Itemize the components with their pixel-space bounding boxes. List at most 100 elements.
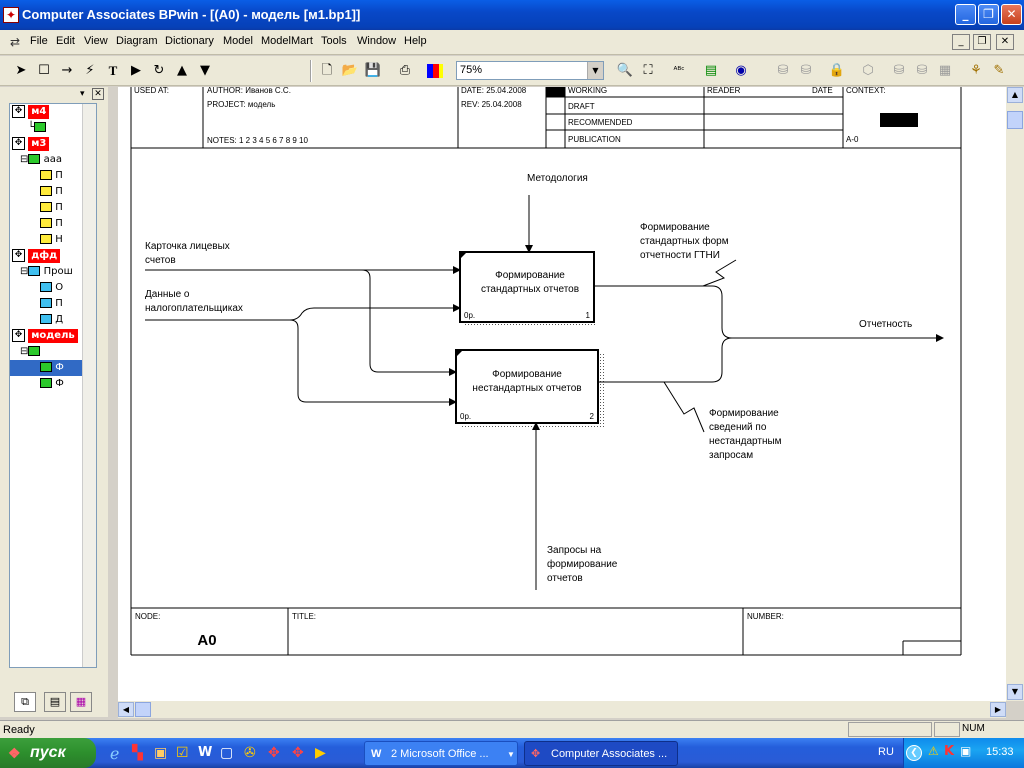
scroll-down-icon[interactable]: ▼ xyxy=(1007,684,1023,700)
tree-item[interactable]: О xyxy=(10,280,96,296)
rotate-icon[interactable]: ↻ xyxy=(153,63,165,78)
quicklaunch-media-icon[interactable]: ▶ xyxy=(315,745,326,761)
scroll-thumb-h[interactable] xyxy=(135,702,151,717)
model-explorer-icon[interactable]: ▤ xyxy=(704,63,718,78)
zoom-fit-icon[interactable]: ⛶ xyxy=(643,63,653,78)
tree-item[interactable]: Н xyxy=(10,232,96,248)
tree-item[interactable]: ✥ дфд xyxy=(10,248,96,264)
quicklaunch-ie-icon[interactable]: ℯ xyxy=(110,744,120,763)
quicklaunch-word-icon[interactable]: W xyxy=(198,745,213,760)
tree-item[interactable]: ⊟ ааа xyxy=(20,154,62,165)
tree-item[interactable]: П xyxy=(10,184,96,200)
scroll-thumb[interactable] xyxy=(1007,111,1023,129)
tree-item[interactable]: П xyxy=(10,200,96,216)
save-icon[interactable]: 💾 xyxy=(364,63,382,78)
activity-box-2[interactable]: Формирование нестандартных отчетов 0р. 2 xyxy=(455,349,604,427)
play-icon[interactable]: ▶ xyxy=(131,63,141,78)
mdi-restore-button[interactable]: ❐ xyxy=(973,34,991,50)
vertical-scrollbar[interactable]: ▲ ▼ xyxy=(1006,87,1024,701)
down-icon[interactable]: ▼ xyxy=(200,63,210,78)
doc-icon[interactable]: ⇄ xyxy=(10,35,21,49)
navigator-icon[interactable]: ◉ xyxy=(735,63,747,78)
menu-edit[interactable]: Edit xyxy=(56,35,75,47)
menu-file[interactable]: File xyxy=(30,35,48,47)
tab-objects-icon[interactable]: ▦ xyxy=(70,692,92,712)
help-icon-2[interactable]: ✎ xyxy=(993,63,1005,78)
activity-box-1[interactable]: Формирование стандартных отчетов 0р. 1 xyxy=(459,251,596,327)
spell-check-icon[interactable]: ᴬᴮᶜ xyxy=(673,66,685,76)
activity-icon xyxy=(40,170,52,180)
task-office[interactable]: W 2 Microsoft Office ... ▼ xyxy=(364,741,518,766)
menu-dictionary[interactable]: Dictionary xyxy=(165,35,214,47)
menu-tools[interactable]: Tools xyxy=(321,35,347,47)
pointer-tool-icon[interactable]: ➤ xyxy=(15,63,27,78)
quicklaunch-acrobat-icon[interactable]: ▚ xyxy=(132,745,143,761)
tree-item[interactable]: ✥ м3 xyxy=(10,136,96,152)
arrow-tool-icon[interactable]: → xyxy=(61,63,73,78)
tree-item[interactable]: П xyxy=(10,168,96,184)
quicklaunch-check-icon[interactable]: ☑ xyxy=(176,745,189,761)
mdi-minimize-button[interactable]: _ xyxy=(952,34,970,50)
close-button[interactable]: ✕ xyxy=(1001,4,1022,25)
open-icon[interactable]: 📂 xyxy=(341,63,359,78)
tree-item[interactable]: П xyxy=(10,296,96,312)
restore-button[interactable]: ❐ xyxy=(978,4,999,25)
task-bpwin[interactable]: ✥ Computer Associates ... xyxy=(524,741,678,766)
tree-item-selected[interactable]: Ф xyxy=(10,360,96,376)
mdi-close-button[interactable]: ✕ xyxy=(996,34,1014,50)
menu-view[interactable]: View xyxy=(84,35,108,47)
tab-diagram-icon[interactable]: ▤ xyxy=(44,692,66,712)
author-label: AUTHOR: Иванов С.С. xyxy=(207,87,291,95)
dfd-icon xyxy=(28,266,41,276)
scroll-right-icon[interactable]: ▶ xyxy=(990,702,1006,717)
tree-item[interactable]: П xyxy=(10,216,96,232)
panel-dock-icon[interactable]: ▾ xyxy=(80,89,85,99)
tree-item[interactable]: └ xyxy=(10,120,96,136)
new-icon[interactable]: 🗋 xyxy=(321,63,333,78)
diagram-canvas[interactable]: USED AT: AUTHOR: Иванов С.С. PROJECT: мо… xyxy=(118,87,1006,701)
print-icon[interactable]: ⎙ xyxy=(399,63,411,78)
panel-close-icon[interactable]: ✕ xyxy=(92,88,104,100)
tree-item[interactable]: ✥ м4 xyxy=(10,104,96,120)
tab-activity-icon[interactable]: ⧉ xyxy=(14,692,36,712)
help-icon[interactable]: ⚘ xyxy=(970,63,982,78)
quicklaunch-erwin-icon[interactable]: ✥ xyxy=(292,745,304,761)
box-tool-icon[interactable]: ☐ xyxy=(38,63,50,78)
text-tool-icon[interactable]: T xyxy=(108,63,118,78)
start-button[interactable]: ❖ пуск xyxy=(0,738,96,768)
tree-item[interactable]: Д xyxy=(10,312,96,328)
tray-icon-1[interactable]: ⚠ xyxy=(928,744,939,758)
menu-model[interactable]: Model xyxy=(223,35,253,47)
tree-item[interactable]: Ф xyxy=(10,376,96,392)
horizontal-scrollbar[interactable]: ◀ ▶ xyxy=(118,701,1006,718)
quicklaunch-access-icon[interactable]: ▣ xyxy=(154,745,168,761)
tree-item[interactable]: ⊟ Прош xyxy=(20,266,73,277)
box1-title-line1: Формирование xyxy=(495,270,565,281)
tray-expand-icon[interactable]: ❮ xyxy=(906,745,922,761)
app-icon[interactable]: ✦ xyxy=(3,7,19,23)
activity-icon xyxy=(40,234,52,244)
chevron-down-icon[interactable]: ▼ xyxy=(587,62,603,79)
scroll-left-icon[interactable]: ◀ xyxy=(118,702,134,717)
tray-icon-2[interactable]: K xyxy=(944,744,955,759)
minimize-button[interactable]: _ xyxy=(955,4,976,25)
tray-icon-3[interactable]: ▣ xyxy=(960,744,972,758)
tree-item[interactable]: ✥ модель xyxy=(10,328,96,344)
color-icon[interactable] xyxy=(424,60,446,82)
tree-scrollbar[interactable] xyxy=(82,104,96,667)
quicklaunch-bpwin-icon[interactable]: ✥ xyxy=(268,745,280,761)
tree-item[interactable]: ⊟ xyxy=(10,344,96,360)
language-indicator[interactable]: RU xyxy=(878,746,894,758)
up-icon[interactable]: ▲ xyxy=(177,63,187,78)
menu-window[interactable]: Window xyxy=(357,35,397,47)
used-at-label: USED AT: xyxy=(134,87,169,95)
zoom-select[interactable]: 75% xyxy=(456,61,604,80)
squiggle-tool-icon[interactable]: ⚡ xyxy=(85,63,95,78)
zoom-in-icon[interactable]: 🔍 xyxy=(616,63,634,78)
menu-modelmart[interactable]: ModelMart xyxy=(261,35,313,47)
menu-help[interactable]: Help xyxy=(404,35,427,47)
quicklaunch-tool-icon[interactable]: ✇ xyxy=(244,745,256,761)
quicklaunch-window-icon[interactable]: ▢ xyxy=(220,745,234,761)
menu-diagram[interactable]: Diagram xyxy=(116,35,158,47)
scroll-up-icon[interactable]: ▲ xyxy=(1007,87,1023,103)
